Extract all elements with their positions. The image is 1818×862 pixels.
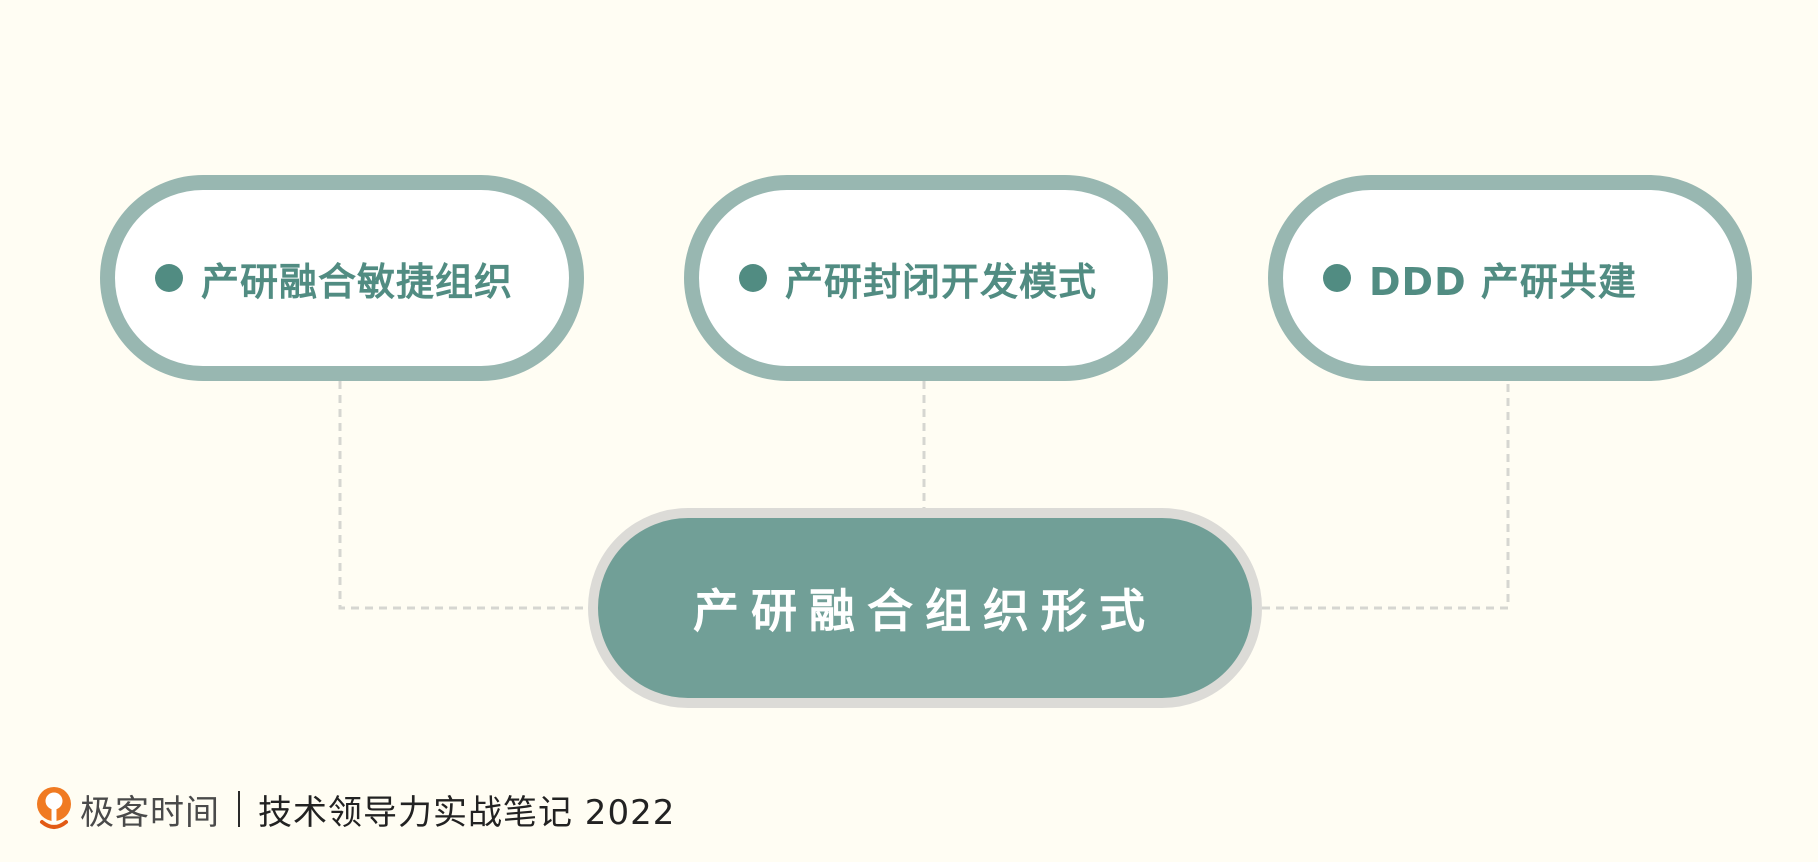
node-center-org-form: 产研融合组织形式 (588, 508, 1262, 708)
geektime-logo-icon (37, 787, 71, 829)
footer: 极客时间 技术领导力实战笔记 2022 (34, 784, 675, 834)
footer-divider (238, 791, 240, 827)
footer-title: 技术领导力实战笔记 2022 (258, 792, 676, 833)
node-agile-org: 产研融合敏捷组织 (100, 175, 584, 381)
connector-left (338, 381, 588, 610)
node-closed-dev-mode: 产研封闭开发模式 (684, 175, 1168, 381)
bullet-dot (739, 264, 767, 292)
bullet-dot (155, 264, 183, 292)
node-label: DDD 产研共建 (1369, 259, 1637, 304)
node-label: 产研融合敏捷组织 (201, 259, 514, 304)
node-label: 产研封闭开发模式 (785, 259, 1098, 304)
connector-right (1262, 381, 1510, 610)
center-node-label: 产研融合组织形式 (693, 584, 1157, 638)
brand-name: 极客时间 (80, 792, 220, 833)
bullet-dot (1323, 264, 1351, 292)
node-ddd-co-build: DDD 产研共建 (1268, 175, 1752, 381)
